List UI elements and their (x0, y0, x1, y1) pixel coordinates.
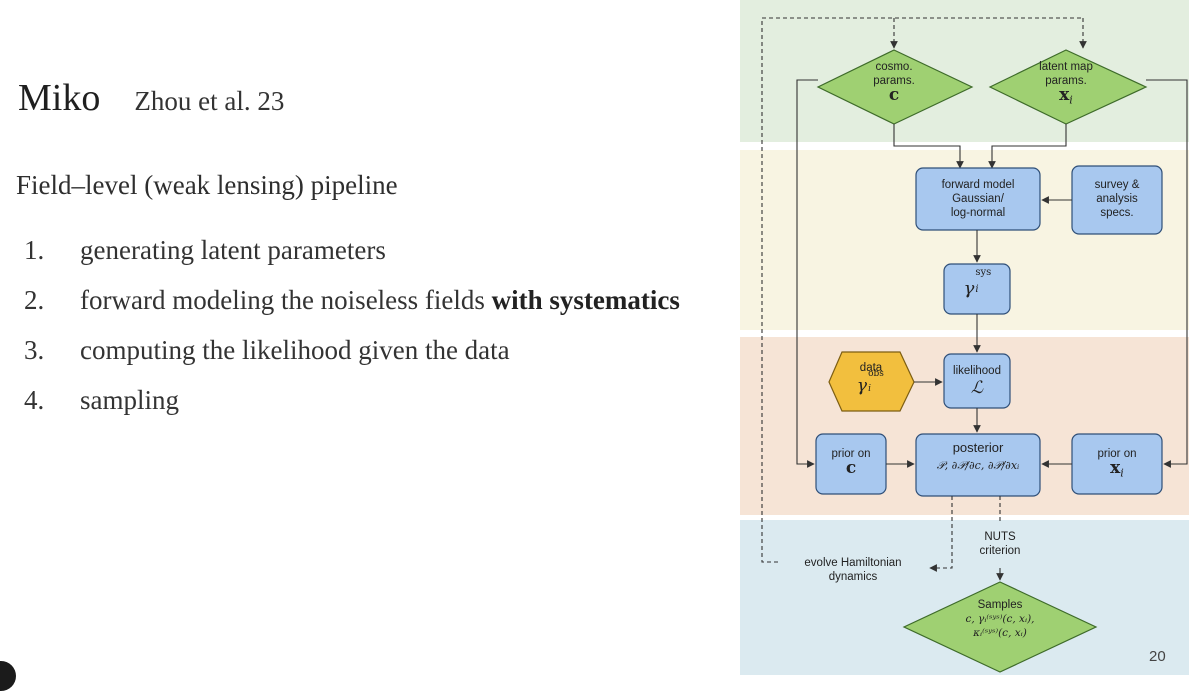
likelihood-label: likelihood ℒ (953, 365, 1001, 398)
arrow-cosmo-forward (893, 124, 964, 169)
pipeline-diagram: cosmo. params. c latent map params. xi f… (740, 0, 1189, 675)
dashed-loop-line (761, 17, 1083, 563)
page-number: 20 (1149, 648, 1166, 665)
forward-model-label: forward model Gaussian/ log-normal (941, 179, 1015, 219)
list-item: 4. sampling (24, 382, 700, 418)
dashed-posterior-evolve (929, 496, 953, 572)
slide-reference: Zhou et al. 23 (134, 86, 285, 116)
cosmo-params-label: cosmo. params. c (844, 60, 944, 105)
slide-title-row: Miko Zhou et al. 23 (18, 76, 284, 120)
slide-title: Miko (18, 77, 101, 119)
arrow-latent-prior (1146, 79, 1188, 468)
samples-label: Samples c, γᵢ⁽ˢʸˢ⁾(c, xᵢ), κᵢ⁽ˢʸˢ⁾(c, xᵢ… (965, 599, 1035, 639)
step-text: computing the likelihood given the data (80, 335, 510, 365)
step-text: forward modeling the noiseless fields wi… (80, 285, 680, 315)
band-latent (740, 0, 1189, 142)
samples-diamond (902, 581, 1098, 673)
survey-specs-label: survey & analysis specs. (1094, 179, 1140, 219)
list-item: 3. computing the likelihood given the da… (24, 332, 700, 368)
prior-x-label: prior on xi (1097, 448, 1137, 480)
diagram-canvas (740, 0, 1189, 675)
step-emphasis: with systematics (491, 285, 680, 315)
arrow-latent-forward (988, 124, 1067, 169)
step-number: 1. (24, 235, 45, 265)
data-hexagon (828, 351, 915, 412)
list-item: 1. generating latent parameters (24, 232, 700, 268)
steps-list: 1. generating latent parameters 2. forwa… (24, 232, 700, 432)
step-text: sampling (80, 385, 179, 415)
evolve-hamiltonian-label: evolve Hamiltonian dynamics (804, 557, 902, 583)
posterior-box (915, 433, 1041, 497)
slide-text-panel: Miko Zhou et al. 23 Field–level (weak le… (0, 76, 700, 691)
step-number: 4. (24, 385, 45, 415)
prior-c-label: prior on c (831, 448, 871, 478)
slide-subtitle: Field–level (weak lensing) pipeline (16, 170, 398, 200)
presenter-avatar (0, 661, 16, 691)
latent-params-label: latent map params. xi (1039, 61, 1093, 107)
nuts-criterion-label: NUTS criterion (979, 531, 1021, 557)
arrow-cosmo-prior (796, 79, 818, 468)
step-text: generating latent parameters (80, 235, 386, 265)
posterior-label: posterior 𝒫, ∂𝒫/∂c, ∂𝒫/∂xᵢ (936, 440, 1020, 473)
step-number: 3. (24, 335, 45, 365)
list-item: 2. forward modeling the noiseless fields… (24, 282, 700, 318)
step-number: 2. (24, 285, 45, 315)
cosmo-symbol: c (888, 85, 900, 105)
forward-model-box (915, 167, 1041, 231)
